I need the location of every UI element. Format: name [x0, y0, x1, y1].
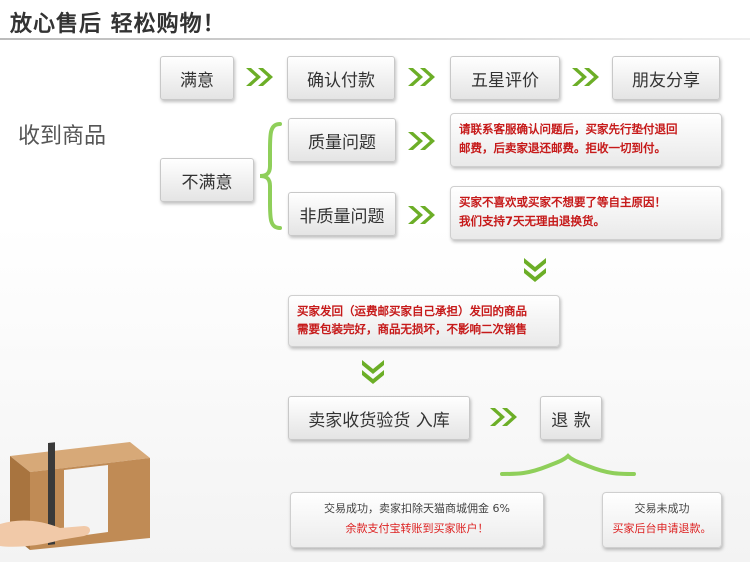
double-chevron-right-icon [490, 408, 517, 426]
double-chevron-right-icon [408, 132, 435, 150]
double-chevron-right-icon [246, 68, 273, 86]
five-star-review-node: 五星评价 [450, 56, 560, 100]
success-line-2: 余款支付宝转账到买家账户！ [345, 522, 489, 535]
fail-line-1: 交易未成功 [634, 502, 690, 515]
fail-line-2: 买家后台申请退款。 [612, 522, 712, 535]
title-divider [0, 38, 750, 40]
double-chevron-right-icon [408, 206, 435, 224]
return-goods-instructions: 买家发回（运费邮买家自己承担）发回的商品 需要包装完好，商品无损坏，不影响二次销… [288, 295, 560, 347]
share-with-friends-node: 朋友分享 [612, 56, 720, 100]
satisfied-node: 满意 [160, 56, 234, 100]
non-quality-line-1: 买家不喜欢或买家不想要了等自主原因！ [459, 195, 666, 209]
received-goods-label: 收到商品 [18, 124, 107, 149]
return-line-1: 买家发回（运费邮买家自己承担）发回的商品 [297, 304, 527, 318]
non-quality-instructions: 买家不喜欢或买家不想要了等自主原因！ 我们支持7天无理由退换货。 [450, 186, 722, 240]
double-chevron-down-icon [524, 258, 546, 282]
quality-issue-instructions: 请联系客服确认问题后，买家先行垫付退回 邮费，后卖家退还邮费。拒收一切到付。 [450, 113, 722, 167]
double-chevron-down-icon [362, 360, 384, 384]
non-quality-issue-node: 非质量问题 [288, 192, 396, 236]
fail-note: 交易未成功 买家后台申请退款。 [602, 492, 722, 548]
unsatisfied-node: 不满意 [160, 158, 254, 202]
success-line-1: 交易成功，卖家扣除天猫商城佣金 6% [324, 502, 510, 515]
quality-issue-node: 质量问题 [288, 118, 396, 162]
split-brace-icon [500, 453, 636, 476]
confirm-payment-node: 确认付款 [287, 56, 395, 100]
package-hand-illustration [0, 442, 150, 550]
brace-icon [259, 122, 282, 230]
refund-node: 退 款 [540, 396, 602, 440]
quality-line-2: 邮费，后卖家退还邮费。拒收一切到付。 [459, 141, 666, 155]
double-chevron-right-icon [408, 68, 435, 86]
success-note: 交易成功，卖家扣除天猫商城佣金 6% 余款支付宝转账到买家账户！ [290, 492, 544, 548]
non-quality-line-2: 我们支持7天无理由退换货。 [459, 214, 606, 228]
quality-line-1: 请联系客服确认问题后，买家先行垫付退回 [459, 122, 678, 136]
return-line-2: 需要包装完好，商品无损坏，不影响二次销售 [297, 322, 527, 336]
seller-receive-inspect-node: 卖家收货验货 入库 [288, 396, 470, 440]
double-chevron-right-icon [572, 68, 599, 86]
page-title: 放心售后 轻松购物！ [10, 12, 226, 37]
